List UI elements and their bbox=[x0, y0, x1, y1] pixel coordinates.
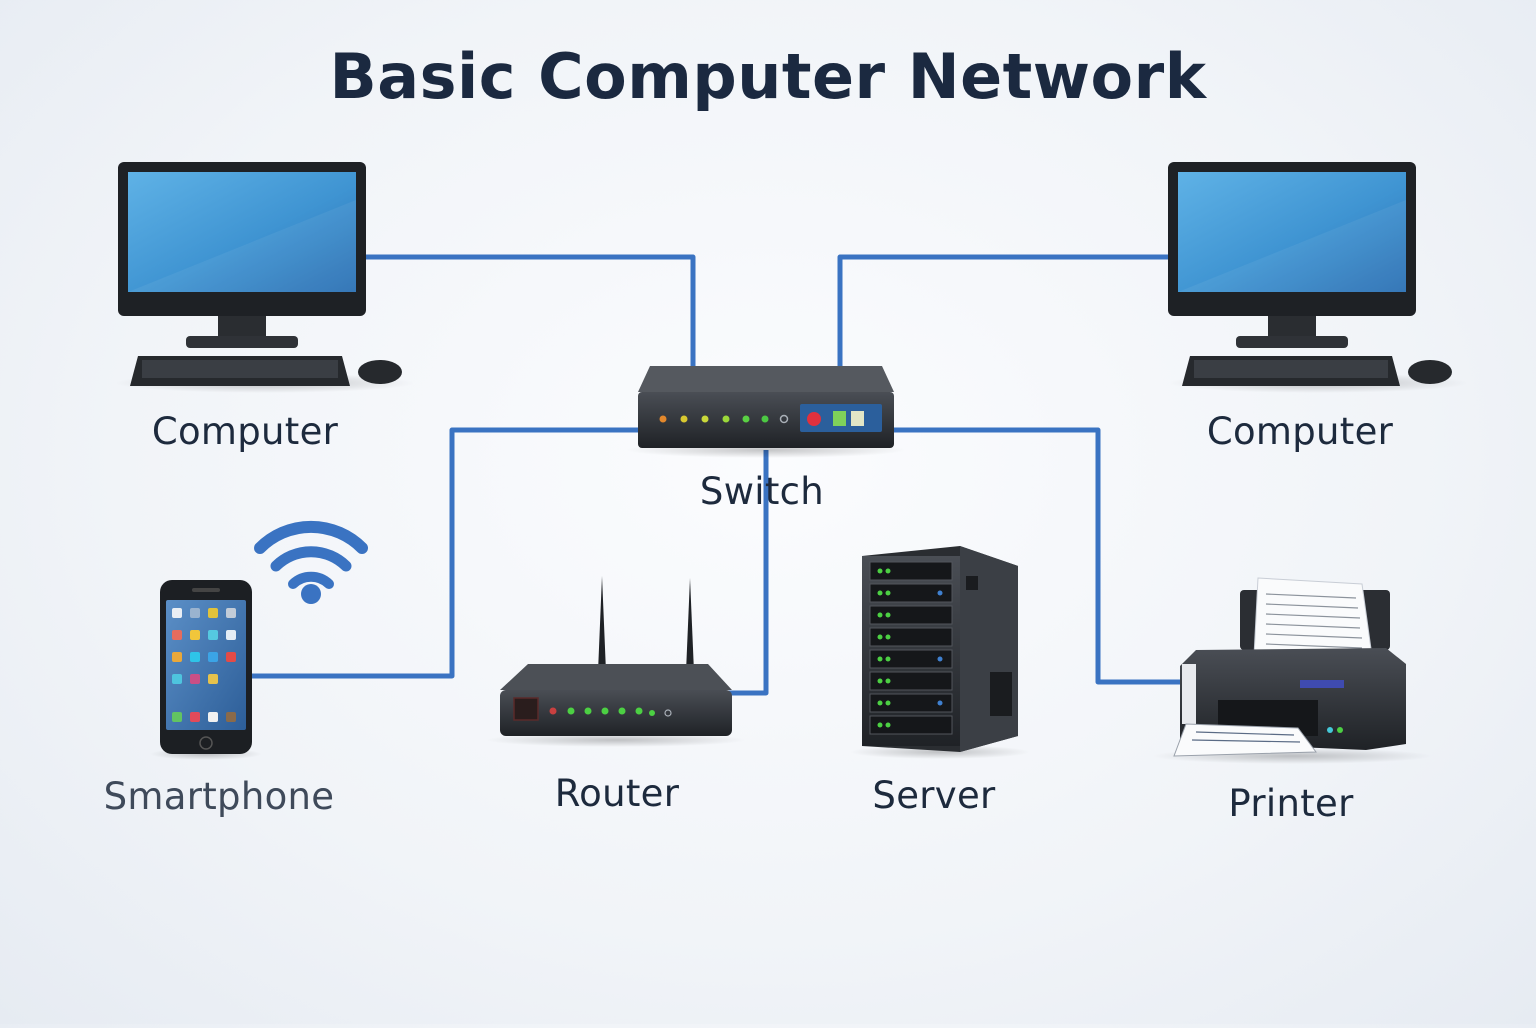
printer-label: Printer bbox=[1228, 782, 1354, 825]
wireless-router-icon bbox=[486, 576, 746, 747]
computer-right-label: Computer bbox=[1206, 410, 1394, 453]
computer-left-label: Computer bbox=[151, 410, 339, 453]
link-computer-right-switch bbox=[837, 254, 1168, 366]
app-icons bbox=[172, 608, 236, 722]
server-tower-icon bbox=[850, 546, 1030, 759]
link-computer-left-switch bbox=[366, 254, 696, 366]
switch-label: Switch bbox=[699, 470, 825, 513]
network-switch-icon bbox=[626, 366, 906, 458]
smartphone-label: Smartphone bbox=[103, 775, 335, 818]
smartphone-icon bbox=[150, 580, 262, 760]
desktop-computer-icon bbox=[115, 162, 415, 393]
link-smartphone-switch bbox=[250, 427, 638, 679]
link-router-switch bbox=[722, 450, 769, 696]
page-title: Basic Computer Network bbox=[329, 40, 1207, 113]
server-label: Server bbox=[872, 774, 996, 817]
router-label: Router bbox=[554, 772, 680, 815]
wifi-icon bbox=[254, 520, 368, 604]
connection-lines bbox=[250, 254, 1180, 696]
printer-icon bbox=[1152, 577, 1432, 764]
link-printer-switch bbox=[894, 427, 1180, 685]
desktop-computer-icon bbox=[1168, 162, 1468, 393]
